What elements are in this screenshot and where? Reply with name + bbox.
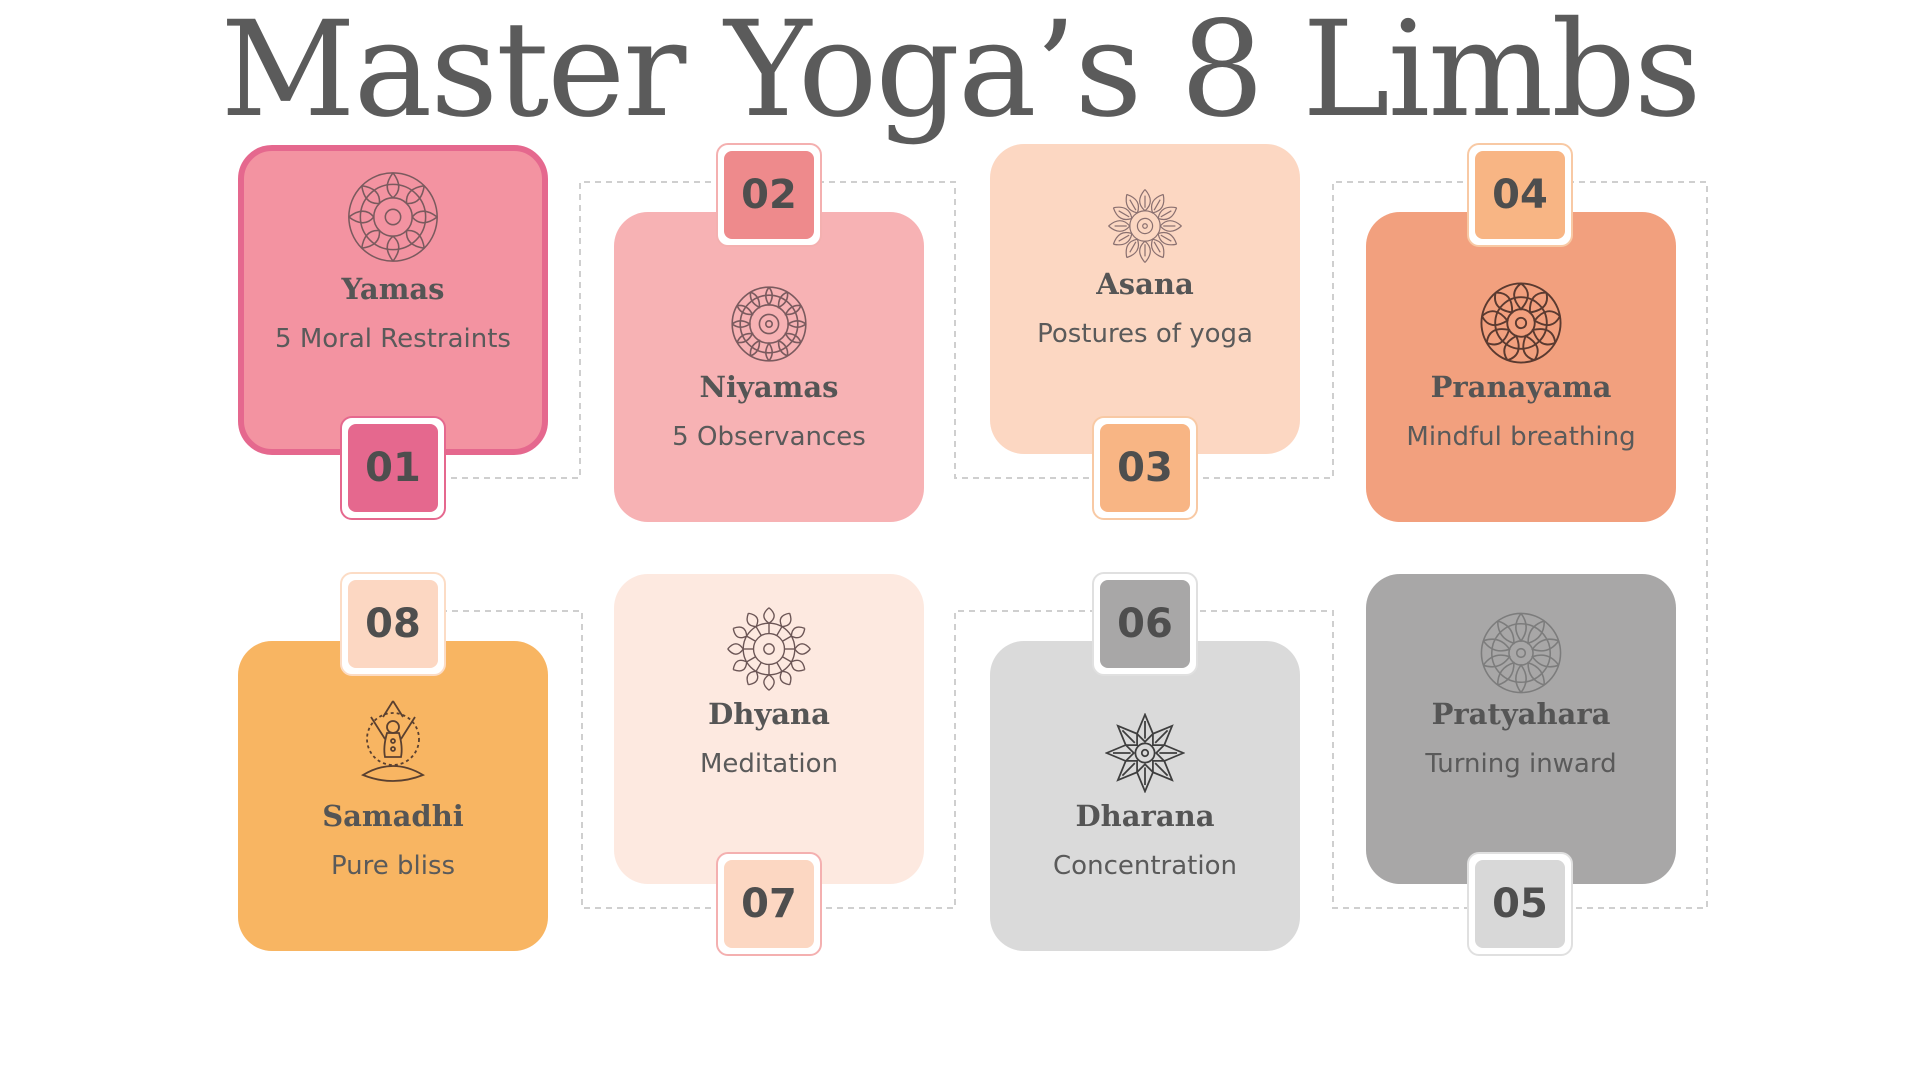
page-title: Master Yoga’s 8 Limbs (220, 0, 1701, 147)
meditating-figure-icon (360, 700, 426, 782)
limb-badge-frame: 03 (1092, 416, 1198, 520)
limb-badge-frame: 08 (340, 572, 446, 676)
limb-name: Pranayama (1430, 370, 1612, 404)
limb-number-badge: 06 (1100, 580, 1190, 668)
limb-description: Turning inward (1425, 749, 1617, 779)
limb-description: Concentration (1053, 851, 1237, 881)
limb-number-badge: 04 (1475, 151, 1565, 239)
limb-badge-frame: 01 (340, 416, 446, 520)
limb-description: 5 Observances (672, 422, 866, 452)
mandala-icon (1107, 189, 1183, 264)
mandala-icon (1105, 713, 1185, 793)
limb-name: Niyamas (699, 370, 839, 404)
limb-card-pranayama: Pranayama Mindful breathing (1366, 212, 1676, 522)
limb-badge-frame: 02 (716, 143, 822, 247)
limb-badge-frame: 05 (1467, 852, 1573, 956)
limb-description: Postures of yoga (1037, 319, 1253, 349)
limb-card-yamas: Yamas 5 Moral Restraints (238, 145, 548, 455)
limb-card-dhyana: Dhyana Meditation (614, 574, 924, 884)
limb-number-badge: 08 (348, 580, 438, 668)
mandala-icon (731, 286, 807, 362)
limb-card-pratyahara: Pratyahara Turning inward (1366, 574, 1676, 884)
limb-badge-frame: 04 (1467, 143, 1573, 247)
limb-name: Samadhi (322, 799, 464, 833)
limb-number-badge: 05 (1475, 860, 1565, 948)
mandala-icon (348, 172, 438, 262)
limb-number-badge: 03 (1100, 424, 1190, 512)
limb-badge-frame: 06 (1092, 572, 1198, 676)
limb-number-badge: 01 (348, 424, 438, 512)
limb-card-samadhi: Samadhi Pure bliss (238, 641, 548, 951)
limb-name: Asana (1096, 267, 1194, 301)
mandala-icon (727, 607, 811, 691)
limb-card-niyamas: Niyamas 5 Observances (614, 212, 924, 522)
limb-card-asana: Asana Postures of yoga (990, 144, 1300, 454)
limb-name: Dhyana (708, 697, 830, 731)
limb-badge-frame: 07 (716, 852, 822, 956)
mandala-icon (1480, 612, 1562, 694)
limb-name: Yamas (341, 272, 445, 306)
limb-name: Pratyahara (1431, 697, 1611, 731)
limb-description: 5 Moral Restraints (275, 324, 511, 354)
limb-description: Mindful breathing (1406, 422, 1636, 452)
limb-description: Meditation (699, 749, 839, 779)
limb-number-badge: 02 (724, 151, 814, 239)
limb-description: Pure bliss (330, 851, 456, 881)
limb-name: Dharana (1075, 799, 1215, 833)
limb-number-badge: 07 (724, 860, 814, 948)
mandala-icon (1479, 282, 1563, 364)
limb-card-dharana: Dharana Concentration (990, 641, 1300, 951)
